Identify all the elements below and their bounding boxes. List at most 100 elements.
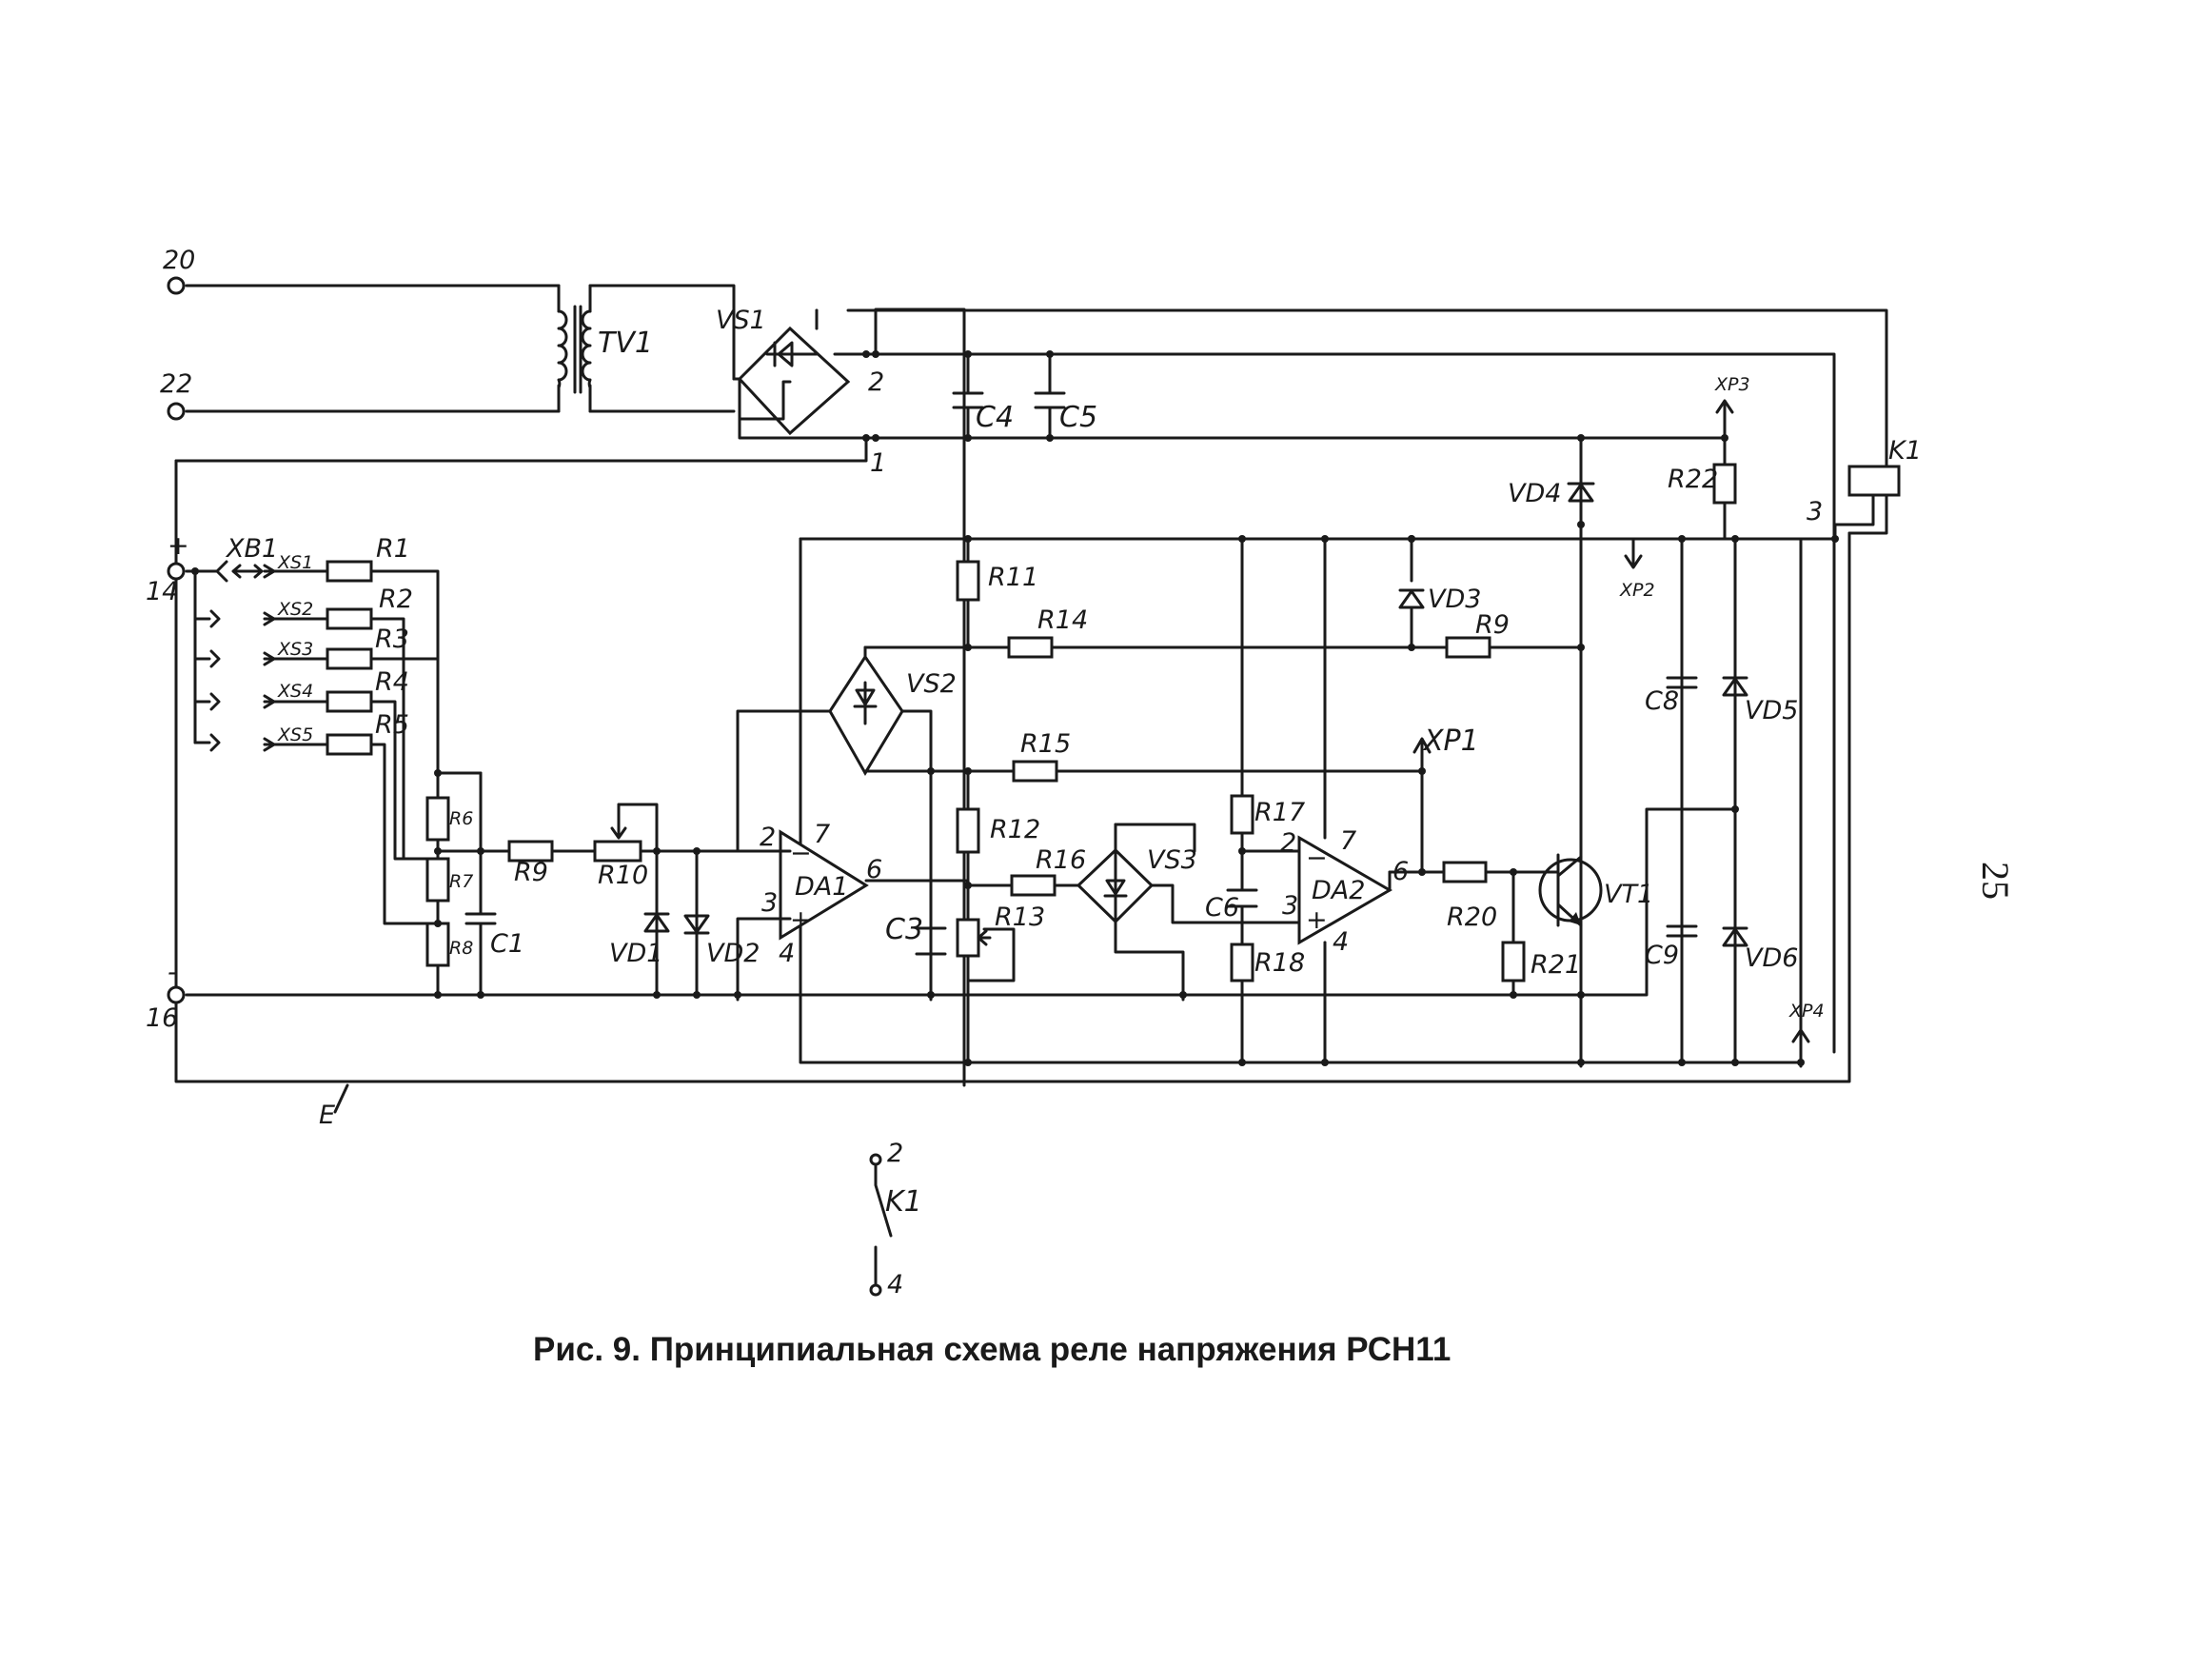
resistor-r14 [1007, 636, 1054, 659]
label-node-2: 2 [868, 367, 884, 397]
resistor-r9-right [1445, 636, 1491, 659]
capacitor-c8 [1666, 676, 1698, 689]
resistor-r20 [1442, 861, 1488, 883]
label-minus: - [168, 958, 177, 987]
resistor-r7 [425, 857, 450, 903]
label-vs2: VS2 [906, 669, 957, 699]
label-xs4: XS4 [277, 681, 313, 702]
label-da2-minus: − [1306, 843, 1328, 873]
label-da2-pin4: 4 [1333, 927, 1349, 957]
xb1-fan-forks [209, 609, 221, 752]
resistor-r18 [1230, 943, 1254, 982]
label-da1-pin2: 2 [760, 823, 776, 852]
resistor-r9-left [507, 840, 554, 863]
label-vs1: VS1 [716, 306, 766, 335]
label-da1-pin4: 4 [779, 939, 795, 968]
capacitor-c9 [1666, 924, 1698, 938]
label-xs5: XS5 [277, 724, 313, 745]
components [167, 276, 1901, 1297]
socket-xs5 [263, 737, 276, 752]
label-r9-right: R9 [1475, 610, 1510, 640]
label-r6: R6 [449, 808, 473, 829]
transformer-tv1 [557, 284, 592, 413]
label-vd6: VD6 [1745, 943, 1798, 973]
label-xp3: XP3 [1714, 374, 1750, 395]
label-k1-contact: K1 [885, 1185, 922, 1219]
label-k1-pin4: 4 [887, 1270, 903, 1300]
bridge-vs3 [1076, 847, 1155, 924]
label-xp1: XP1 [1422, 724, 1479, 758]
label-vt1: VT1 [1604, 880, 1653, 909]
label-r5: R5 [375, 710, 409, 740]
label-vd3: VD3 [1428, 585, 1481, 614]
resistor-r5 [326, 733, 373, 756]
label-r9-left: R9 [514, 858, 548, 887]
label-da2-pin2: 2 [1280, 828, 1296, 858]
potentiometer-r13 [956, 918, 992, 958]
label-da2-pin6: 6 [1392, 857, 1409, 886]
label-da1-pin7: 7 [814, 820, 830, 849]
label-da1-pin3: 3 [761, 888, 778, 918]
figure-caption: Рис. 9. Принципиальная схема реле напряж… [533, 1331, 1452, 1368]
label-da2-pin3: 3 [1282, 891, 1298, 921]
label-r1: R1 [376, 534, 410, 564]
resistor-r2 [326, 607, 373, 630]
label-c8: C8 [1645, 686, 1679, 716]
label-r11: R11 [988, 563, 1038, 592]
label-r20: R20 [1447, 903, 1497, 932]
resistor-r15 [1012, 760, 1058, 783]
label-node-3: 3 [1807, 497, 1823, 526]
diode-vd1 [643, 912, 670, 933]
label-da1-minus: − [790, 839, 812, 868]
capacitor-c4 [952, 391, 984, 409]
label-r4: R4 [375, 667, 409, 697]
label-tv1: TV1 [598, 327, 653, 360]
label-plus: + [168, 531, 189, 561]
label-r10: R10 [598, 861, 648, 890]
resistor-r16 [1010, 874, 1057, 897]
potentiometer-r10 [593, 803, 642, 863]
terminal-16 [167, 985, 186, 1004]
label-vd1: VD1 [609, 939, 662, 968]
diode-vd2 [683, 914, 710, 935]
label-r22: R22 [1668, 465, 1718, 494]
capacitor-c6 [1226, 888, 1258, 908]
xp2-arrow [1624, 537, 1643, 569]
label-xs2: XS2 [277, 599, 313, 620]
label-c3: C3 [885, 913, 923, 946]
label-r21: R21 [1531, 950, 1581, 980]
label-vd5: VD5 [1745, 696, 1798, 725]
label-r12: R12 [990, 815, 1040, 844]
label-node-1: 1 [870, 448, 886, 478]
label-r3: R3 [375, 625, 409, 654]
resistor-r12 [956, 807, 980, 854]
resistor-r8 [425, 922, 450, 967]
socket-xs3 [263, 651, 276, 666]
diode-vd3 [1398, 588, 1425, 609]
resistor-r1 [326, 560, 373, 583]
resistor-r6 [425, 796, 450, 842]
label-c9: C9 [1645, 941, 1679, 970]
resistor-r17 [1230, 794, 1254, 835]
label-xp4: XP4 [1788, 1001, 1825, 1022]
relay-contact-k1 [869, 1153, 893, 1297]
label-xs3: XS3 [277, 639, 313, 660]
label-r14: R14 [1037, 605, 1088, 635]
label-r7: R7 [449, 871, 473, 892]
bridge-vs2 [828, 654, 904, 776]
label-k1: K1 [1888, 436, 1922, 466]
diode-vd4 [1567, 482, 1595, 503]
label-xs1: XS1 [277, 552, 313, 573]
label-da1: DA1 [795, 872, 848, 902]
resistor-r11 [956, 560, 980, 602]
label-c4: C4 [976, 401, 1014, 434]
label-vs3: VS3 [1147, 845, 1197, 875]
label-vd2: VD2 [706, 939, 760, 968]
label-r13: R13 [995, 903, 1045, 932]
page-number: 25 [1974, 862, 2017, 900]
bridge-vs1 [737, 308, 851, 436]
label-r17: R17 [1254, 798, 1305, 827]
connector-xb1 [215, 560, 264, 583]
label-c6: C6 [1205, 893, 1239, 923]
label-terminal-14: 14 [146, 577, 178, 606]
